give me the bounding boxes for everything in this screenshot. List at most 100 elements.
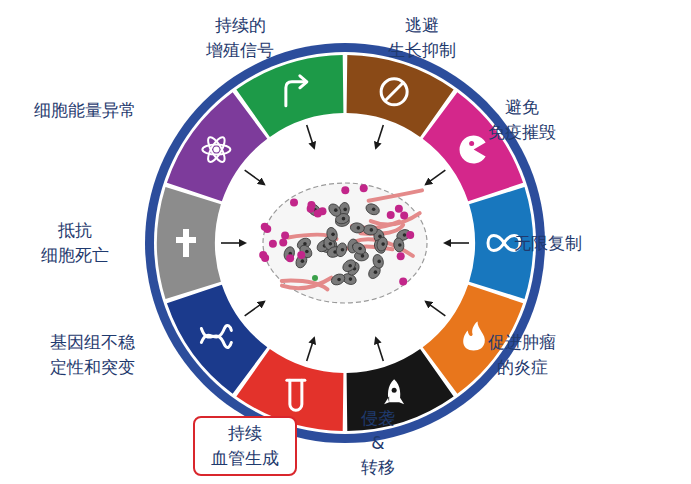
immune-cell [307, 205, 315, 213]
icon-stroke [287, 379, 305, 382]
icon-fill [176, 229, 196, 257]
cell-nucleus [334, 208, 338, 212]
immune-cell [399, 277, 407, 285]
icon-fill [460, 136, 486, 164]
immune-cell [290, 198, 298, 206]
cell-nucleus [358, 247, 362, 251]
cell-nucleus [342, 217, 346, 221]
cell-nucleus [357, 226, 361, 230]
inward-arrow [245, 302, 264, 316]
cell-nucleus [361, 254, 365, 258]
segment-icon [287, 380, 305, 410]
cell-nucleus [381, 242, 385, 246]
cell-nucleus [337, 278, 341, 282]
immune-cell [360, 184, 368, 192]
cell-nucleus [341, 248, 345, 252]
green-cell [312, 275, 318, 281]
inward-arrow [445, 242, 469, 244]
segment-icon [384, 379, 404, 404]
cell-nucleus [329, 242, 333, 246]
highlight-box: 持续 血管生成 [193, 416, 297, 475]
tumor-cell [283, 246, 296, 262]
cell-nucleus [372, 207, 376, 211]
ring-gap [154, 52, 536, 434]
icon-stroke [201, 325, 231, 342]
icon-stroke [202, 145, 230, 155]
tumor-cell [364, 202, 381, 217]
immune-cell [269, 240, 277, 248]
segment-icon [176, 229, 196, 257]
icon-fill [392, 388, 397, 393]
cell-nucleus [343, 208, 347, 212]
icon-fill [384, 379, 404, 404]
icon-fill [213, 147, 219, 153]
hallmark-label: 侵袭& 转移 [361, 406, 395, 480]
icon-stroke [300, 76, 307, 88]
inner-disc [217, 115, 473, 371]
hallmark-label: 促进肿瘤 的炎症 [488, 330, 556, 379]
icon-stroke [205, 135, 228, 164]
segment-icon [201, 325, 231, 347]
outer-ring [145, 43, 545, 443]
immune-cell [341, 186, 349, 194]
icon-stroke [290, 380, 302, 410]
inward-arrow [376, 125, 383, 148]
tumor-cell [363, 224, 378, 235]
tumor-cell [393, 237, 405, 252]
inward-arrow [376, 338, 383, 361]
segment-icon [381, 79, 407, 105]
immune-cell [279, 238, 287, 246]
segments [157, 55, 533, 431]
immune-cell [387, 211, 395, 219]
immune-cell [400, 211, 408, 219]
hallmark-label: 持续 血管生成 [211, 421, 279, 470]
tumor-cell [326, 202, 343, 219]
cell-nucleus [370, 228, 374, 232]
tumor-cells [259, 184, 422, 289]
tumor-outline [263, 183, 427, 303]
immune-cell [397, 252, 405, 260]
immune-cell [395, 205, 403, 213]
icon-stroke [205, 135, 228, 164]
icon-fill [463, 321, 485, 350]
cell-nucleus [403, 233, 407, 237]
hallmark-label: 抵抗 细胞死亡 [41, 218, 109, 267]
segment-icon [202, 135, 230, 164]
cell-nucleus [374, 270, 378, 274]
segment-icon [460, 136, 486, 164]
inward-arrow [221, 242, 245, 244]
cell-nucleus [301, 259, 305, 263]
inward-arrow [245, 170, 264, 184]
inward-arrow [426, 170, 445, 184]
inward-arrow [307, 125, 314, 148]
tumor-cell [297, 243, 314, 260]
immune-cell [297, 251, 305, 259]
immune-cell [259, 251, 267, 259]
tumor-cell [325, 226, 339, 242]
cell-nucleus [331, 233, 335, 237]
hallmark-label: 基因组不稳 定性和突变 [50, 330, 135, 379]
cell-nucleus [398, 243, 402, 247]
inward-arrow [426, 302, 445, 316]
tumor-cell [341, 257, 358, 273]
icon-stroke [385, 83, 403, 101]
immune-cell [261, 223, 269, 231]
hallmark-segment [157, 187, 221, 299]
tumor-cell [335, 242, 349, 258]
cell-nucleus [348, 264, 352, 268]
segment-icon [463, 321, 485, 350]
immune-cell [286, 254, 294, 262]
tumor-cell [350, 222, 365, 234]
tumor-cell [376, 236, 389, 252]
immune-cell [281, 232, 289, 240]
cell-nucleus [305, 250, 309, 254]
tumor-cell [372, 253, 385, 269]
hallmark-label: 无限复制 [514, 231, 582, 256]
inward-arrow [307, 338, 314, 361]
immune-cell [319, 207, 327, 215]
icon-stroke [381, 79, 407, 105]
cell-nucleus [349, 277, 353, 281]
tumor-cell [330, 272, 347, 287]
